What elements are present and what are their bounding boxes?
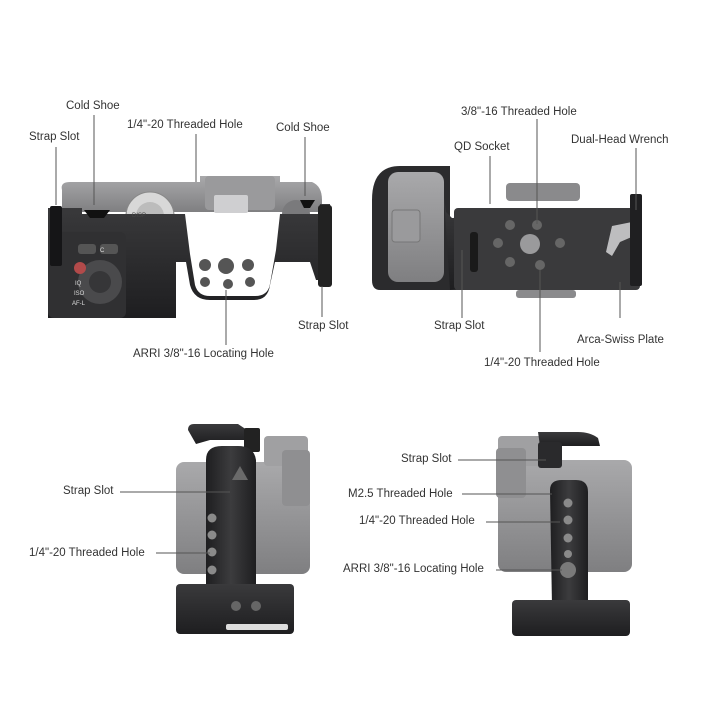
top-view-cage	[48, 200, 332, 318]
right-side-view	[496, 432, 632, 636]
qd-socket-screw	[520, 234, 540, 254]
label-m25-hole: M2.5 Threaded Hole	[348, 488, 453, 500]
label-strap-slot-left: Strap Slot	[29, 131, 80, 143]
label-strap-slot-right: Strap Slot	[298, 320, 349, 332]
right-side-leaders	[458, 459, 562, 571]
label-strap-slot-bottom: Strap Slot	[434, 320, 485, 332]
label-strap-slot-right-side: Strap Slot	[401, 453, 452, 465]
button-text-afl: AF-L	[72, 301, 86, 307]
label-strap-slot-side: Strap Slot	[63, 485, 114, 497]
dial-text: DISP	[132, 213, 147, 219]
bottom-view-leaders	[461, 119, 637, 352]
label-qd-socket: QD Socket	[454, 141, 510, 153]
button-text-c: C	[100, 248, 105, 254]
strap-slot-left-mark	[50, 206, 62, 266]
button-text-iso: ISO	[74, 291, 85, 297]
label-wrench: Dual-Head Wrench	[571, 134, 669, 146]
label-threaded-hole-right-side: 1/4"-20 Threaded Hole	[359, 515, 475, 527]
label-locating-hole-right-side: ARRI 3/8"-16 Locating Hole	[343, 563, 484, 575]
label-threaded-hole-side: 1/4"-20 Threaded Hole	[29, 547, 145, 559]
label-threaded-hole-14: 1/4"-20 Threaded Hole	[484, 357, 600, 369]
label-threaded-hole-38: 3/8"-16 Threaded Hole	[461, 106, 577, 118]
hot-shoe-icon	[214, 195, 248, 213]
left-side-leaders	[120, 491, 230, 554]
record-button-icon	[74, 262, 86, 274]
top-view-leaders	[55, 115, 323, 345]
label-threaded-hole-top: 1/4"-20 Threaded Hole	[127, 119, 243, 131]
label-locating-hole-top: ARRI 3/8"-16 Locating Hole	[133, 348, 274, 360]
button-text-iq: IQ	[75, 281, 82, 287]
label-cold-shoe-right: Cold Shoe	[276, 122, 330, 134]
label-arca-plate: Arca-Swiss Plate	[577, 334, 664, 346]
left-side-view	[176, 424, 310, 634]
label-cold-shoe-left: Cold Shoe	[66, 100, 120, 112]
bottom-view	[372, 166, 642, 298]
wrench-icon	[606, 222, 634, 256]
